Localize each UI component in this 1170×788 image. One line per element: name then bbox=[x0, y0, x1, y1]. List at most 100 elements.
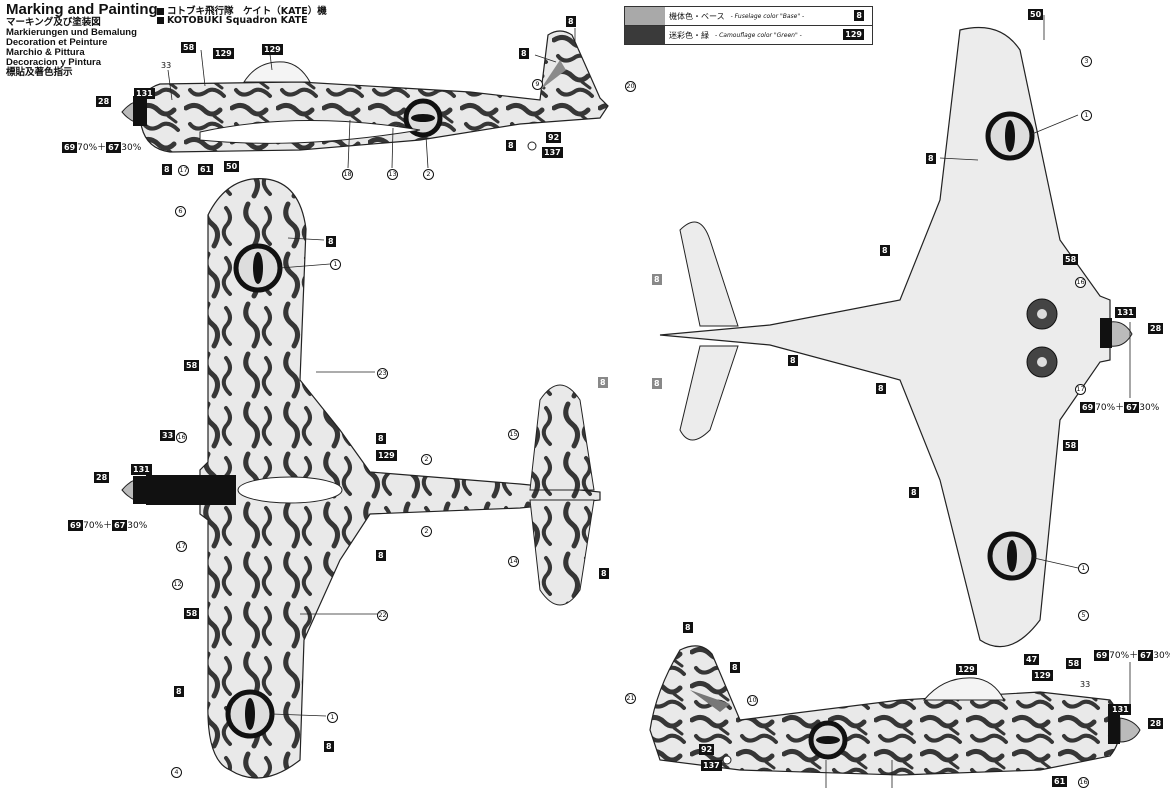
plan-view-top bbox=[121, 178, 601, 779]
color-legend: 機体色・ベース - Fuselage color "Base" - 8 迷彩色・… bbox=[624, 6, 873, 45]
callout-16: 16 bbox=[176, 432, 187, 443]
callout-33: 33 bbox=[1080, 680, 1091, 689]
callout-23: 23 bbox=[377, 368, 388, 379]
legend-label-en: - Camouflage color "Green" - bbox=[715, 31, 802, 39]
title-line-zh: 標貼及著色指示 bbox=[6, 66, 73, 78]
callout-131: 131 bbox=[131, 464, 152, 475]
callout-28: 28 bbox=[1148, 323, 1164, 334]
callout-47: 47 bbox=[1024, 654, 1040, 665]
callout-58: 58 bbox=[1066, 658, 1082, 669]
callout-8: 8 bbox=[376, 433, 386, 444]
callout-16: 16 bbox=[1078, 777, 1089, 788]
callout-8: 8 bbox=[876, 383, 886, 394]
callout-1: 1 bbox=[1081, 109, 1092, 121]
callout-129: 129 bbox=[213, 48, 234, 59]
callout-8: 8 bbox=[506, 140, 516, 151]
callout-58: 58 bbox=[184, 360, 200, 371]
callout-33: 33 bbox=[160, 430, 176, 441]
callout-28: 28 bbox=[94, 472, 110, 483]
side-view-bottom bbox=[649, 645, 1141, 776]
title-line-it: Marchio & Pittura bbox=[6, 46, 85, 58]
legend-label-jp: 迷彩色・緑 bbox=[669, 30, 709, 40]
callout-21: 21 bbox=[625, 693, 636, 704]
callout-50: 50 bbox=[224, 161, 240, 172]
legend-row-camo: 迷彩色・緑 - Camouflage color "Green" - 129 bbox=[625, 25, 872, 44]
callout-8: 8 bbox=[519, 48, 529, 59]
callout-8: 8 bbox=[880, 245, 890, 256]
callout-33: 33 bbox=[161, 61, 172, 70]
callout-131: 131 bbox=[1110, 704, 1131, 715]
legend-code: 129 bbox=[843, 29, 864, 40]
callout-4: 4 bbox=[171, 766, 182, 778]
side-view-top bbox=[121, 30, 609, 153]
title-line-jp: マーキング及び塗装図 bbox=[6, 16, 101, 28]
callout-131: 131 bbox=[1115, 307, 1136, 318]
callout-12: 12 bbox=[172, 579, 183, 590]
callout-20: 20 bbox=[625, 81, 636, 92]
callout-8: 8 bbox=[730, 662, 740, 673]
callout-17: 17 bbox=[1075, 384, 1086, 395]
callout-5: 5 bbox=[1078, 609, 1089, 621]
callout-129: 129 bbox=[1032, 670, 1053, 681]
callout-8: 8 bbox=[599, 568, 609, 579]
callout-1: 1 bbox=[327, 711, 338, 723]
swatch-camo bbox=[625, 26, 665, 44]
callout-3: 3 bbox=[1081, 55, 1092, 67]
callout-8: 8 bbox=[652, 274, 662, 285]
callout-9: 9 bbox=[532, 78, 543, 90]
callout-22: 22 bbox=[377, 610, 388, 621]
callout-58: 58 bbox=[184, 608, 200, 619]
callout-8: 8 bbox=[926, 153, 936, 164]
callout-92: 92 bbox=[546, 132, 562, 143]
callout-92: 92 bbox=[699, 744, 715, 755]
title-block: Marking and Painting マーキング及び塗装図 Markieru… bbox=[6, 2, 158, 78]
callout-129: 129 bbox=[376, 450, 397, 461]
callout-50: 50 bbox=[1028, 9, 1044, 20]
callout-8: 8 bbox=[788, 355, 798, 366]
callout-17: 17 bbox=[178, 165, 189, 176]
title-line-de: Markierungen und Bemalung bbox=[6, 26, 137, 38]
callout-8: 8 bbox=[683, 622, 693, 633]
callout-6: 6 bbox=[175, 205, 186, 217]
title-line-es: Decoracion y Pintura bbox=[6, 56, 102, 68]
callout-8: 8 bbox=[652, 378, 662, 389]
legend-row-base: 機体色・ベース - Fuselage color "Base" - 8 bbox=[625, 7, 872, 25]
page-title: Marking and Painting bbox=[6, 1, 158, 18]
callout-8: 8 bbox=[376, 550, 386, 561]
callout-61: 61 bbox=[198, 164, 214, 175]
callout-28: 28 bbox=[96, 96, 112, 107]
callout-1: 1 bbox=[330, 258, 341, 270]
callout-18: 18 bbox=[342, 169, 353, 180]
callout-1: 1 bbox=[1078, 562, 1089, 574]
callout-8: 8 bbox=[324, 741, 334, 752]
callout-129: 129 bbox=[956, 664, 977, 675]
swatch-base bbox=[625, 7, 665, 25]
legend-code: 8 bbox=[854, 10, 864, 21]
legend-label-en: - Fuselage color "Base" - bbox=[730, 12, 805, 20]
callout-14: 14 bbox=[508, 556, 519, 567]
callout-58: 58 bbox=[1063, 254, 1079, 265]
callout-58: 58 bbox=[181, 42, 197, 53]
callout-61: 61 bbox=[1052, 776, 1068, 787]
callout-8: 8 bbox=[598, 377, 608, 388]
callout-2: 2 bbox=[423, 168, 434, 180]
leader-lines bbox=[167, 15, 1131, 788]
legend-label-jp: 機体色・ベース bbox=[669, 11, 725, 21]
callout-28: 28 bbox=[1148, 718, 1164, 729]
callout-137: 137 bbox=[701, 760, 722, 771]
callout-8: 8 bbox=[566, 16, 576, 27]
callout-137: 137 bbox=[542, 147, 563, 158]
callout-131: 131 bbox=[134, 88, 155, 99]
callout-15: 15 bbox=[508, 429, 519, 440]
callout-8: 8 bbox=[909, 487, 919, 498]
callout-16: 16 bbox=[1075, 277, 1086, 288]
squadron-name-jp: コトブキ飛行隊 ケイト（KATE）機 bbox=[157, 3, 327, 17]
callout-17: 17 bbox=[176, 541, 187, 552]
plan-view-bottom bbox=[659, 26, 1133, 648]
